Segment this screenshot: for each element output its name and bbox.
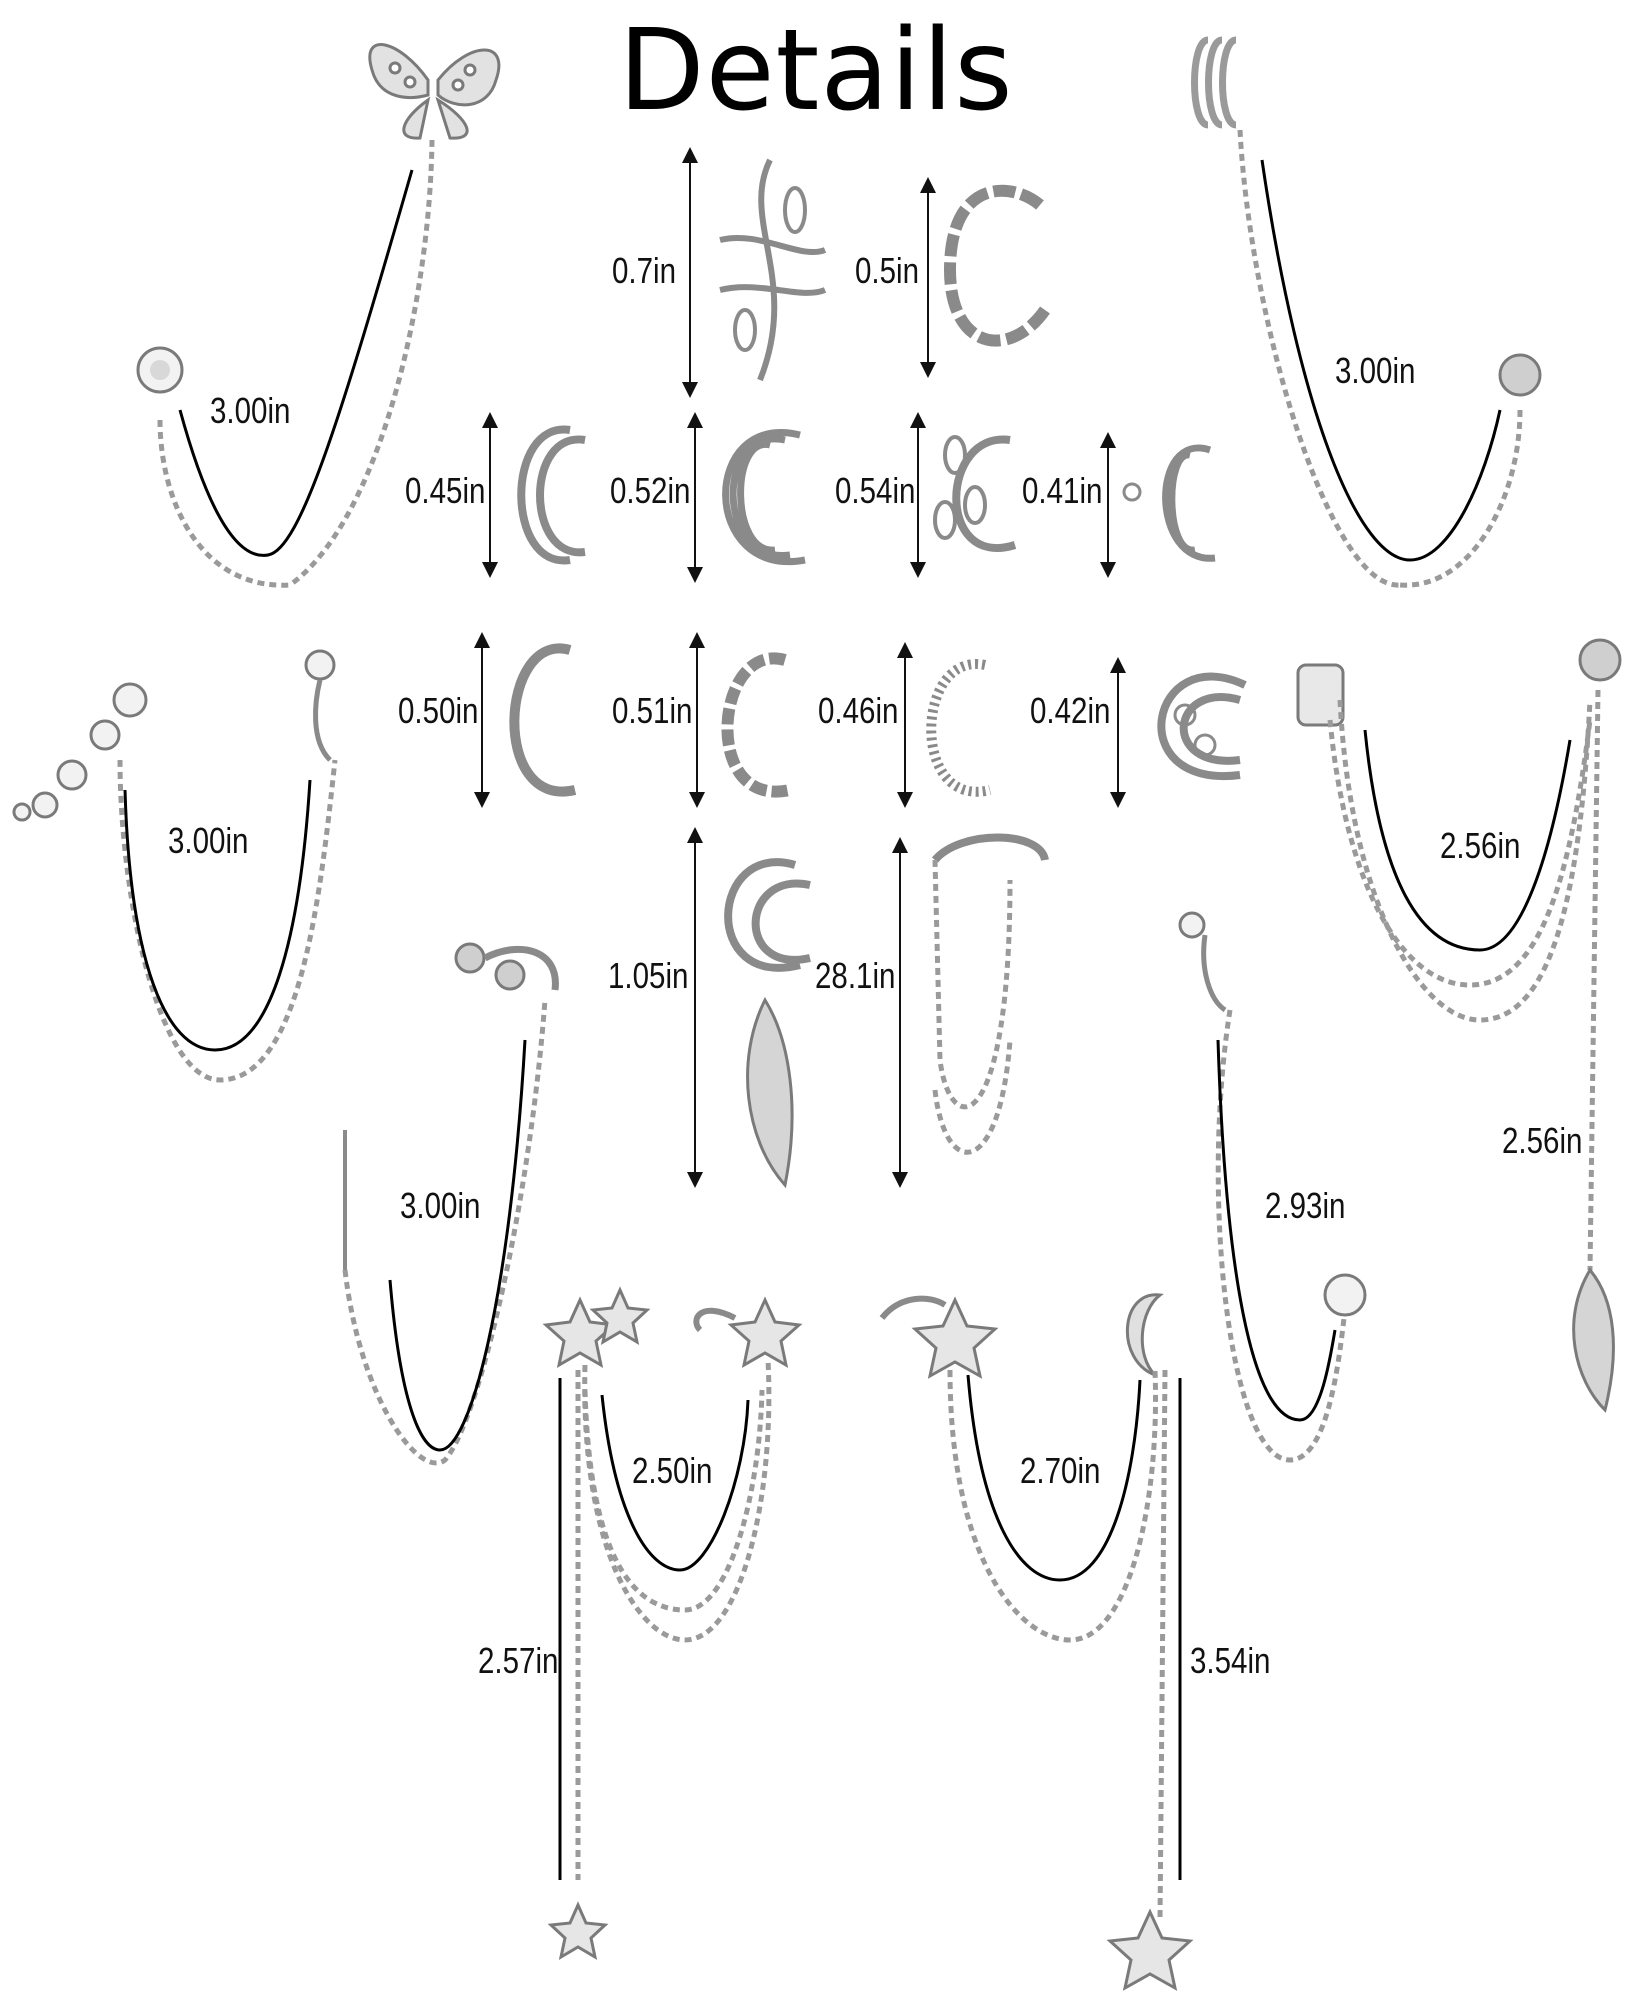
measurement-label: 2.70in <box>1020 1450 1101 1491</box>
measurement-label: 0.52in <box>610 470 691 511</box>
cuff-double-chain-earring <box>1296 638 1622 1413</box>
crystal-crawler-icon <box>12 682 148 822</box>
feather-icon <box>746 996 794 1189</box>
measurement-label: 2.57in <box>478 1640 559 1681</box>
ball-stud-icon <box>1578 638 1622 682</box>
measurement-label: 0.42in <box>1030 690 1111 731</box>
measurement-label: 3.00in <box>168 820 249 861</box>
crystal-cuff <box>897 642 992 808</box>
star-moon-chain-earring <box>879 1293 1194 1991</box>
measurement-label: 0.46in <box>818 690 899 731</box>
star-icon <box>547 1901 609 1961</box>
star-icon <box>1106 1908 1194 1991</box>
measurement-label: 1.05in <box>608 955 689 996</box>
cuff-icon <box>483 946 559 991</box>
twisted-cuff <box>689 632 792 808</box>
leaf-vine-cuff <box>682 147 827 398</box>
ring-cuff-chain-earring <box>1191 36 1542 588</box>
star-icon <box>542 1286 803 1368</box>
measurement-label: 28.1in <box>815 955 896 996</box>
chain-loop-cuff <box>892 833 1049 1188</box>
crystal-stud-chain-earring <box>1178 911 1367 1463</box>
crawler-chain-earring <box>12 649 338 1083</box>
feather-icon <box>1572 1267 1615 1413</box>
measurement-label: 0.5in <box>855 250 920 291</box>
chain-link-cuff <box>920 177 1050 378</box>
leaf-cuff <box>910 412 1017 578</box>
page-title: Details <box>618 6 1014 136</box>
measurement-label: 3.54in <box>1190 1640 1271 1681</box>
measurement-label: 2.50in <box>632 1450 713 1491</box>
star-icon <box>911 1296 999 1379</box>
threader-chain-earring <box>342 942 559 1466</box>
feather-cuff <box>687 827 811 1189</box>
moon-icon <box>1125 1293 1164 1377</box>
measurement-label: 0.50in <box>398 690 479 731</box>
measurement-label: 2.93in <box>1265 1185 1346 1226</box>
plain-cuff <box>474 632 577 808</box>
triple-ring-cuff-icon <box>1191 36 1238 129</box>
crystal-stud-icon <box>1323 1273 1367 1317</box>
measurement-label: 0.45in <box>405 470 486 511</box>
measurement-label: 3.00in <box>210 390 291 431</box>
double-line-cuff <box>482 412 586 578</box>
triple-line-cuff <box>687 412 806 583</box>
measurement-label: 3.00in <box>400 1185 481 1226</box>
star-cluster-chain-earring <box>542 1286 803 1961</box>
star-cuff <box>1100 432 1216 578</box>
measurement-label: 0.54in <box>835 470 916 511</box>
butterfly-icon <box>368 43 501 140</box>
measurement-label: 3.00in <box>1335 350 1416 391</box>
filigree-cuff <box>1110 657 1247 808</box>
ball-stud-icon <box>1498 353 1542 397</box>
measurement-label: 0.7in <box>612 250 677 291</box>
measurement-label: 2.56in <box>1502 1120 1583 1161</box>
cuff-icon <box>1296 663 1345 727</box>
measurement-label: 2.56in <box>1440 825 1521 866</box>
measurement-label: 0.41in <box>1022 470 1103 511</box>
measurement-label: 0.51in <box>612 690 693 731</box>
butterfly-chain-earring <box>136 43 501 588</box>
